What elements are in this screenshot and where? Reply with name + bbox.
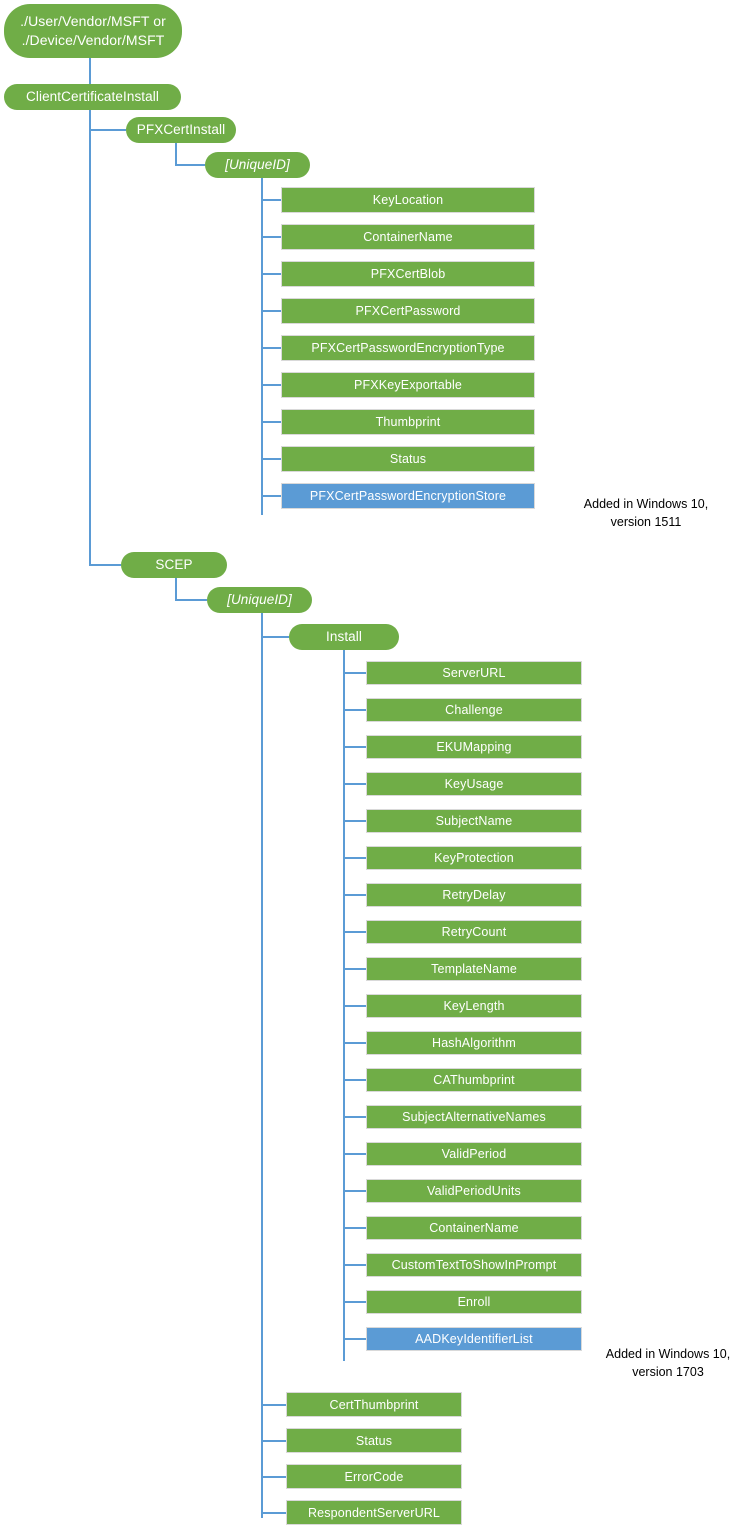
connector-to-subjectname <box>343 820 366 822</box>
leaf-box-retrycount[interactable]: RetryCount <box>366 920 582 944</box>
connector-to-subjectalternativenames <box>343 1116 366 1118</box>
connector-to-serverurl <box>343 672 366 674</box>
connector-scep-drop <box>175 578 177 600</box>
leaf-box-pfxcertpasswordencryptionstore[interactable]: PFXCertPasswordEncryptionStore <box>281 483 535 509</box>
leaf-box-status[interactable]: Status <box>281 446 535 472</box>
connector-to-ekumapping <box>343 746 366 748</box>
connector-to-thumbprint <box>261 421 281 423</box>
leaf-box-cathumbprint[interactable]: CAThumbprint <box>366 1068 582 1092</box>
connector-to-scep <box>89 564 121 566</box>
connector-trunk-scep-uniqueid <box>261 613 263 1518</box>
node-scep-uniqueid[interactable]: [UniqueID] <box>207 587 312 613</box>
connector-to-containername <box>261 236 281 238</box>
connector-to-keylocation <box>261 199 281 201</box>
leaf-box-ekumapping[interactable]: EKUMapping <box>366 735 582 759</box>
leaf-box-pfxcertblob[interactable]: PFXCertBlob <box>281 261 535 287</box>
connector-to-keylength <box>343 1005 366 1007</box>
connector-to-challenge <box>343 709 366 711</box>
leaf-box-aadkeyidentifierlist[interactable]: AADKeyIdentifierList <box>366 1327 582 1351</box>
leaf-box-validperiodunits[interactable]: ValidPeriodUnits <box>366 1179 582 1203</box>
leaf-box-templatename[interactable]: TemplateName <box>366 957 582 981</box>
connector-to-errorcode <box>261 1476 286 1478</box>
leaf-box-challenge[interactable]: Challenge <box>366 698 582 722</box>
connector-to-retrycount <box>343 931 366 933</box>
connector-to-aadkeyidentifierlist <box>343 1338 366 1340</box>
connector-to-status <box>261 458 281 460</box>
connector-to-status <box>261 1440 286 1442</box>
node-clientcertificateinstall[interactable]: ClientCertificateInstall <box>4 84 181 110</box>
node-pfx-uniqueid[interactable]: [UniqueID] <box>205 152 310 178</box>
leaf-box-keylocation[interactable]: KeyLocation <box>281 187 535 213</box>
leaf-box-enroll[interactable]: Enroll <box>366 1290 582 1314</box>
leaf-box-validperiod[interactable]: ValidPeriod <box>366 1142 582 1166</box>
connector-root-to-clientcertificateinstall <box>89 58 91 86</box>
connector-to-keyusage <box>343 783 366 785</box>
annotation-added-1511: Added in Windows 10, version 1511 <box>583 497 709 530</box>
leaf-box-pfxkeyexportable[interactable]: PFXKeyExportable <box>281 372 535 398</box>
leaf-box-customtexttoshowinprompt[interactable]: CustomTextToShowInPrompt <box>366 1253 582 1277</box>
leaf-box-hashalgorithm[interactable]: HashAlgorithm <box>366 1031 582 1055</box>
leaf-box-serverurl[interactable]: ServerURL <box>366 661 582 685</box>
connector-trunk-clientcertificateinstall <box>89 110 91 566</box>
connector-to-certthumbprint <box>261 1404 286 1406</box>
connector-to-templatename <box>343 968 366 970</box>
connector-to-pfxkeyexportable <box>261 384 281 386</box>
leaf-box-keyprotection[interactable]: KeyProtection <box>366 846 582 870</box>
connector-to-validperiodunits <box>343 1190 366 1192</box>
leaf-box-containername[interactable]: ContainerName <box>366 1216 582 1240</box>
connector-to-pfxcertpasswordencryptiontype <box>261 347 281 349</box>
connector-to-validperiod <box>343 1153 366 1155</box>
connector-to-pfxcertpasswordencryptionstore <box>261 495 281 497</box>
connector-to-hashalgorithm <box>343 1042 366 1044</box>
leaf-box-subjectname[interactable]: SubjectName <box>366 809 582 833</box>
leaf-box-keylength[interactable]: KeyLength <box>366 994 582 1018</box>
connector-to-pfxcertblob <box>261 273 281 275</box>
leaf-box-containername[interactable]: ContainerName <box>281 224 535 250</box>
leaf-box-errorcode[interactable]: ErrorCode <box>286 1464 462 1489</box>
leaf-box-respondentserverurl[interactable]: RespondentServerURL <box>286 1500 462 1525</box>
connector-to-cathumbprint <box>343 1079 366 1081</box>
connector-to-respondentserverurl <box>261 1512 286 1514</box>
connector-to-install <box>261 636 289 638</box>
leaf-box-thumbprint[interactable]: Thumbprint <box>281 409 535 435</box>
connector-to-pfxcertinstall <box>89 129 126 131</box>
leaf-box-subjectalternativenames[interactable]: SubjectAlternativeNames <box>366 1105 582 1129</box>
connector-pfxcertinstall-drop <box>175 143 177 165</box>
connector-to-enroll <box>343 1301 366 1303</box>
node-root[interactable]: ./User/Vendor/MSFT or ./Device/Vendor/MS… <box>4 4 182 58</box>
connector-to-customtexttoshowinprompt <box>343 1264 366 1266</box>
leaf-box-pfxcertpasswordencryptiontype[interactable]: PFXCertPasswordEncryptionType <box>281 335 535 361</box>
leaf-box-retrydelay[interactable]: RetryDelay <box>366 883 582 907</box>
connector-scep-to-uniqueid <box>175 599 207 601</box>
connector-to-pfxcertpassword <box>261 310 281 312</box>
connector-pfxcertinstall-to-uniqueid <box>175 164 205 166</box>
annotation-added-1703: Added in Windows 10, version 1703 <box>605 1347 731 1380</box>
leaf-box-status[interactable]: Status <box>286 1428 462 1453</box>
node-install[interactable]: Install <box>289 624 399 650</box>
leaf-box-keyusage[interactable]: KeyUsage <box>366 772 582 796</box>
connector-to-retrydelay <box>343 894 366 896</box>
node-scep[interactable]: SCEP <box>121 552 227 578</box>
leaf-box-certthumbprint[interactable]: CertThumbprint <box>286 1392 462 1417</box>
connector-to-containername <box>343 1227 366 1229</box>
leaf-box-pfxcertpassword[interactable]: PFXCertPassword <box>281 298 535 324</box>
connector-trunk-pfx-uniqueid <box>261 178 263 515</box>
node-pfxcertinstall[interactable]: PFXCertInstall <box>126 117 236 143</box>
connector-to-keyprotection <box>343 857 366 859</box>
